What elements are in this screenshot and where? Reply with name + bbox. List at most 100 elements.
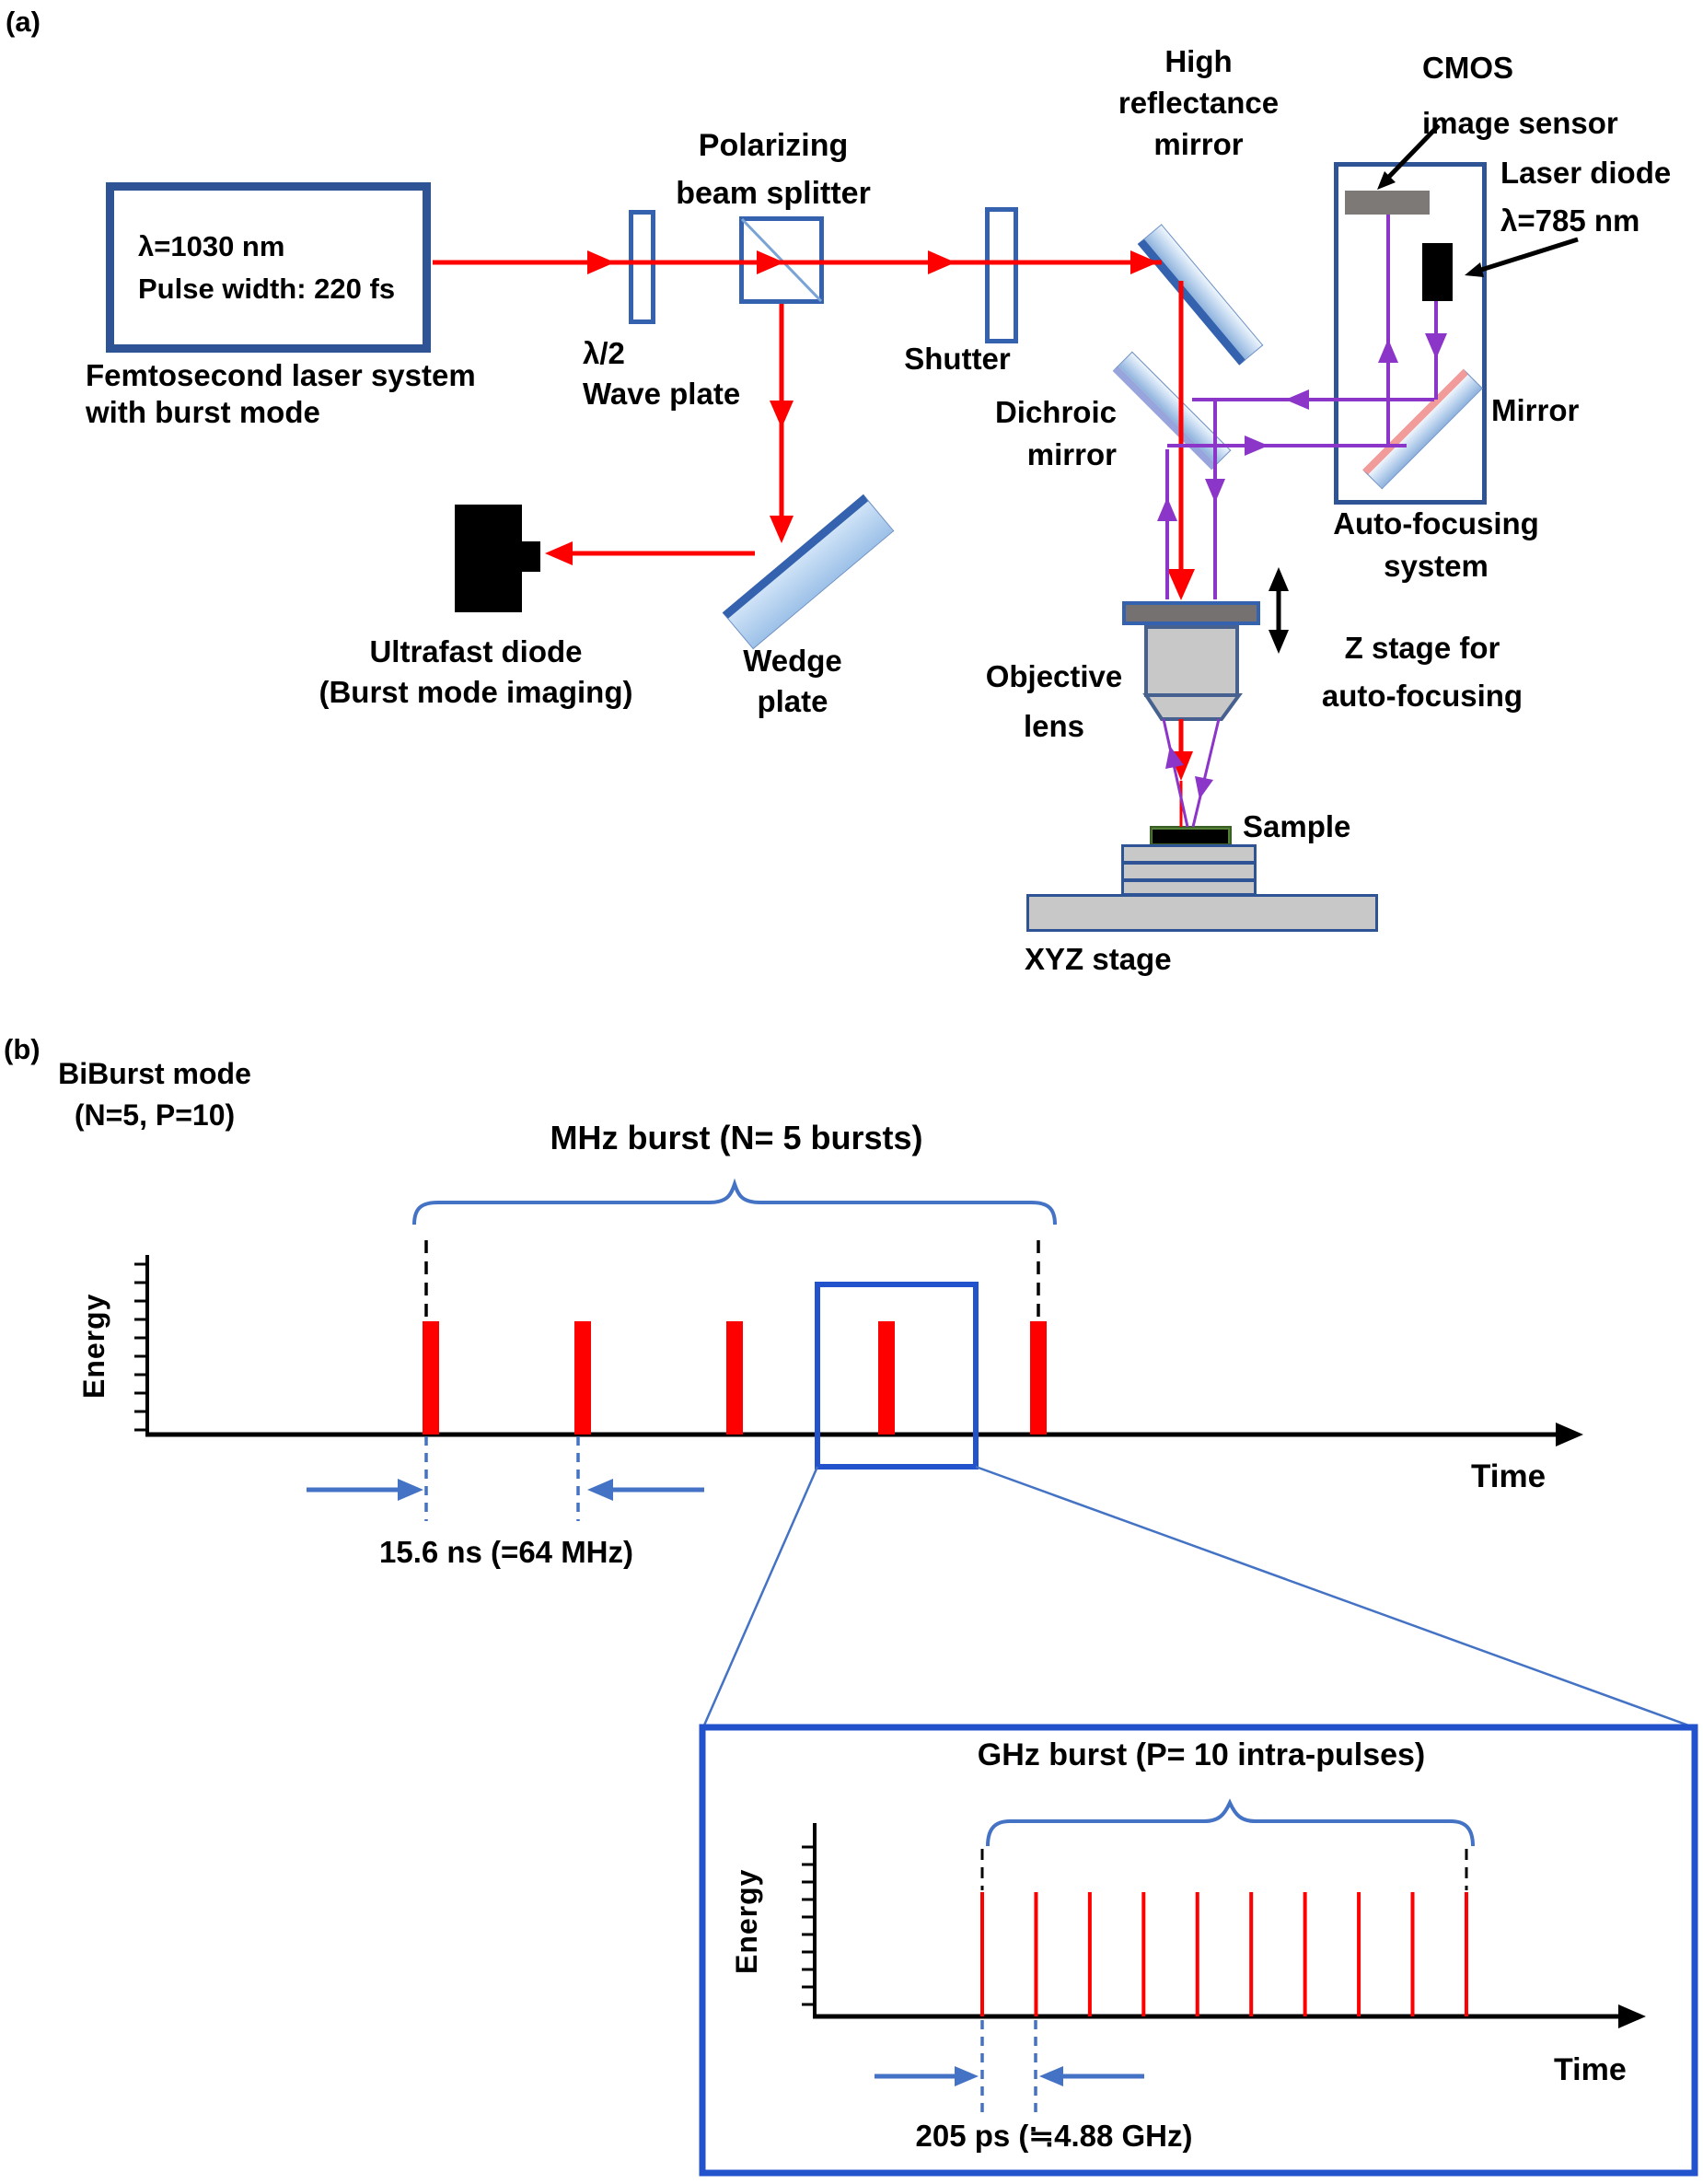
z-stage-arrow-down bbox=[1269, 630, 1289, 654]
cmos-label: CMOS image sensor bbox=[1422, 51, 1618, 140]
red-arrowhead bbox=[1167, 569, 1195, 600]
ghz-period-arrows bbox=[875, 2066, 1144, 2086]
mhz-period-dashes bbox=[424, 1436, 580, 1521]
auto-focusing-box bbox=[1334, 162, 1487, 505]
zoom-connector-left bbox=[701, 1466, 819, 1728]
mhz-period-label: 15.6 ns (=64 MHz) bbox=[378, 1535, 634, 1569]
red-arrowhead bbox=[770, 516, 794, 543]
laser-pulse-width: Pulse width: 220 fs bbox=[138, 272, 396, 305]
shutter bbox=[985, 207, 1018, 343]
period-arrow-right-head bbox=[587, 1479, 613, 1501]
shutter-label: Shutter bbox=[904, 342, 1011, 376]
ghz-brace bbox=[986, 1798, 1475, 1847]
red-beam-path bbox=[433, 250, 1195, 827]
laser-diode-label: Laser diode λ=785 nm bbox=[1500, 156, 1672, 238]
ultrafast-diode-aperture bbox=[522, 541, 540, 572]
laser-wavelength: λ=1030 nm bbox=[138, 229, 285, 262]
ultrafast-diode-label: Ultrafast diode (Burst mode imaging) bbox=[319, 634, 633, 709]
purple-arrowhead bbox=[1425, 333, 1447, 359]
ghz-pulse bbox=[1141, 1892, 1146, 2016]
purple-arrowhead bbox=[1157, 497, 1177, 521]
red-arrowhead bbox=[545, 541, 573, 565]
purple-arrowhead bbox=[1378, 339, 1398, 363]
ghz-xlabel: Time bbox=[1554, 2052, 1627, 2087]
red-arrowhead bbox=[770, 401, 794, 428]
period-arrow-left-head bbox=[955, 2066, 979, 2086]
ghz-pulse bbox=[1410, 1892, 1415, 2016]
objective-mount-bar bbox=[1122, 601, 1260, 625]
ghz-period-label: 205 ps (≒4.88 GHz) bbox=[915, 2119, 1193, 2153]
waveplate-label: λ/2 Wave plate bbox=[583, 336, 741, 411]
mhz-xlabel: Time bbox=[1471, 1458, 1547, 1494]
ghz-pulse bbox=[1357, 1892, 1361, 2016]
hr-mirror-label: High reflectance mirror bbox=[1118, 44, 1280, 161]
red-arrowhead bbox=[928, 250, 956, 274]
purple-arrowhead bbox=[1245, 436, 1269, 456]
mhz-pulse bbox=[1030, 1321, 1047, 1435]
laser-caption: Femtosecond laser system with burst mode bbox=[86, 358, 476, 429]
ghz-x-axis-arrow bbox=[1618, 2004, 1646, 2028]
red-arrowhead bbox=[587, 250, 615, 274]
panel-b-tag: (b) bbox=[4, 1033, 41, 1065]
purple-beam-path bbox=[1157, 215, 1447, 828]
mhz-chart-title: MHz burst (N= 5 bursts) bbox=[550, 1119, 923, 1156]
xyz-stage bbox=[1026, 894, 1378, 932]
femtosecond-laser-box: λ=1030 nm Pulse width: 220 fs bbox=[106, 182, 431, 353]
mhz-pulse bbox=[423, 1321, 439, 1435]
period-arrow-left-head bbox=[398, 1479, 423, 1501]
dichroic-label: Dichroic mirror bbox=[994, 395, 1117, 471]
ghz-pulse bbox=[1464, 1892, 1468, 2016]
zoom-connector-right bbox=[975, 1465, 1695, 1729]
ghz-pulse bbox=[1303, 1892, 1307, 2016]
purple-focus-right bbox=[1191, 718, 1221, 828]
ultrafast-diode-body bbox=[455, 505, 522, 612]
period-arrow-right-head bbox=[1039, 2066, 1063, 2086]
laser-diode bbox=[1422, 243, 1453, 301]
panel-a-tag: (a) bbox=[6, 6, 41, 38]
half-wave-plate bbox=[629, 210, 655, 324]
zstage-label: Z stage for auto-focusing bbox=[1321, 631, 1523, 713]
ghz-pulse bbox=[1087, 1892, 1092, 2016]
ghz-y-ticks bbox=[802, 1845, 815, 2006]
ghz-pulse bbox=[1195, 1892, 1199, 2016]
mhz-pulse bbox=[574, 1321, 591, 1435]
purple-focus-left bbox=[1162, 718, 1189, 828]
wedge-label: Wedge plate bbox=[743, 644, 842, 718]
mhz-x-axis-arrow bbox=[1556, 1423, 1583, 1446]
mhz-chart bbox=[134, 1178, 1695, 1729]
ghz-ylabel: Energy bbox=[730, 1868, 763, 1975]
sample-label: Sample bbox=[1243, 809, 1351, 843]
mhz-brace bbox=[412, 1178, 1057, 1226]
purple-arrowhead bbox=[1285, 389, 1309, 410]
cmos-pointer-line bbox=[1384, 123, 1441, 182]
red-arrowhead bbox=[757, 250, 784, 274]
zoom-box bbox=[815, 1282, 979, 1470]
mhz-pulse-group bbox=[423, 1321, 1047, 1435]
sample-film bbox=[1153, 830, 1228, 843]
mhz-pulse bbox=[878, 1321, 895, 1435]
ghz-pulse-group bbox=[980, 1892, 1468, 2016]
red-arrowhead bbox=[1130, 250, 1158, 274]
mhz-period-arrows bbox=[307, 1479, 704, 1501]
af-mirror-label: Mirror bbox=[1491, 393, 1580, 427]
ghz-pulse bbox=[1034, 1892, 1038, 2016]
ghz-chart-title: GHz burst (P= 10 intra-pulses) bbox=[977, 1737, 1426, 1772]
laser-diode-pointer-line bbox=[1477, 237, 1579, 273]
mhz-ylabel: Energy bbox=[77, 1293, 110, 1400]
purple-arrowhead bbox=[1205, 479, 1225, 503]
purple-arrowhead bbox=[1195, 776, 1213, 799]
objective-label: Objective lens bbox=[985, 659, 1123, 743]
objective-taper bbox=[1142, 693, 1243, 721]
objective-lens-body bbox=[1144, 625, 1239, 697]
biburst-title: BiBurst mode (N=5, P=10) bbox=[58, 1057, 251, 1132]
ghz-inset bbox=[699, 1724, 1698, 2177]
annotation-arrows bbox=[1269, 123, 1579, 654]
xyz-stage-label: XYZ stage bbox=[1025, 942, 1172, 976]
ghz-pulse bbox=[980, 1892, 984, 2016]
purple-arrowhead bbox=[1165, 746, 1184, 769]
ghz-burst-bounds bbox=[980, 1849, 1468, 1890]
mhz-pulse bbox=[726, 1321, 743, 1435]
pbs-label: Polarizing beam splitter bbox=[676, 128, 871, 211]
